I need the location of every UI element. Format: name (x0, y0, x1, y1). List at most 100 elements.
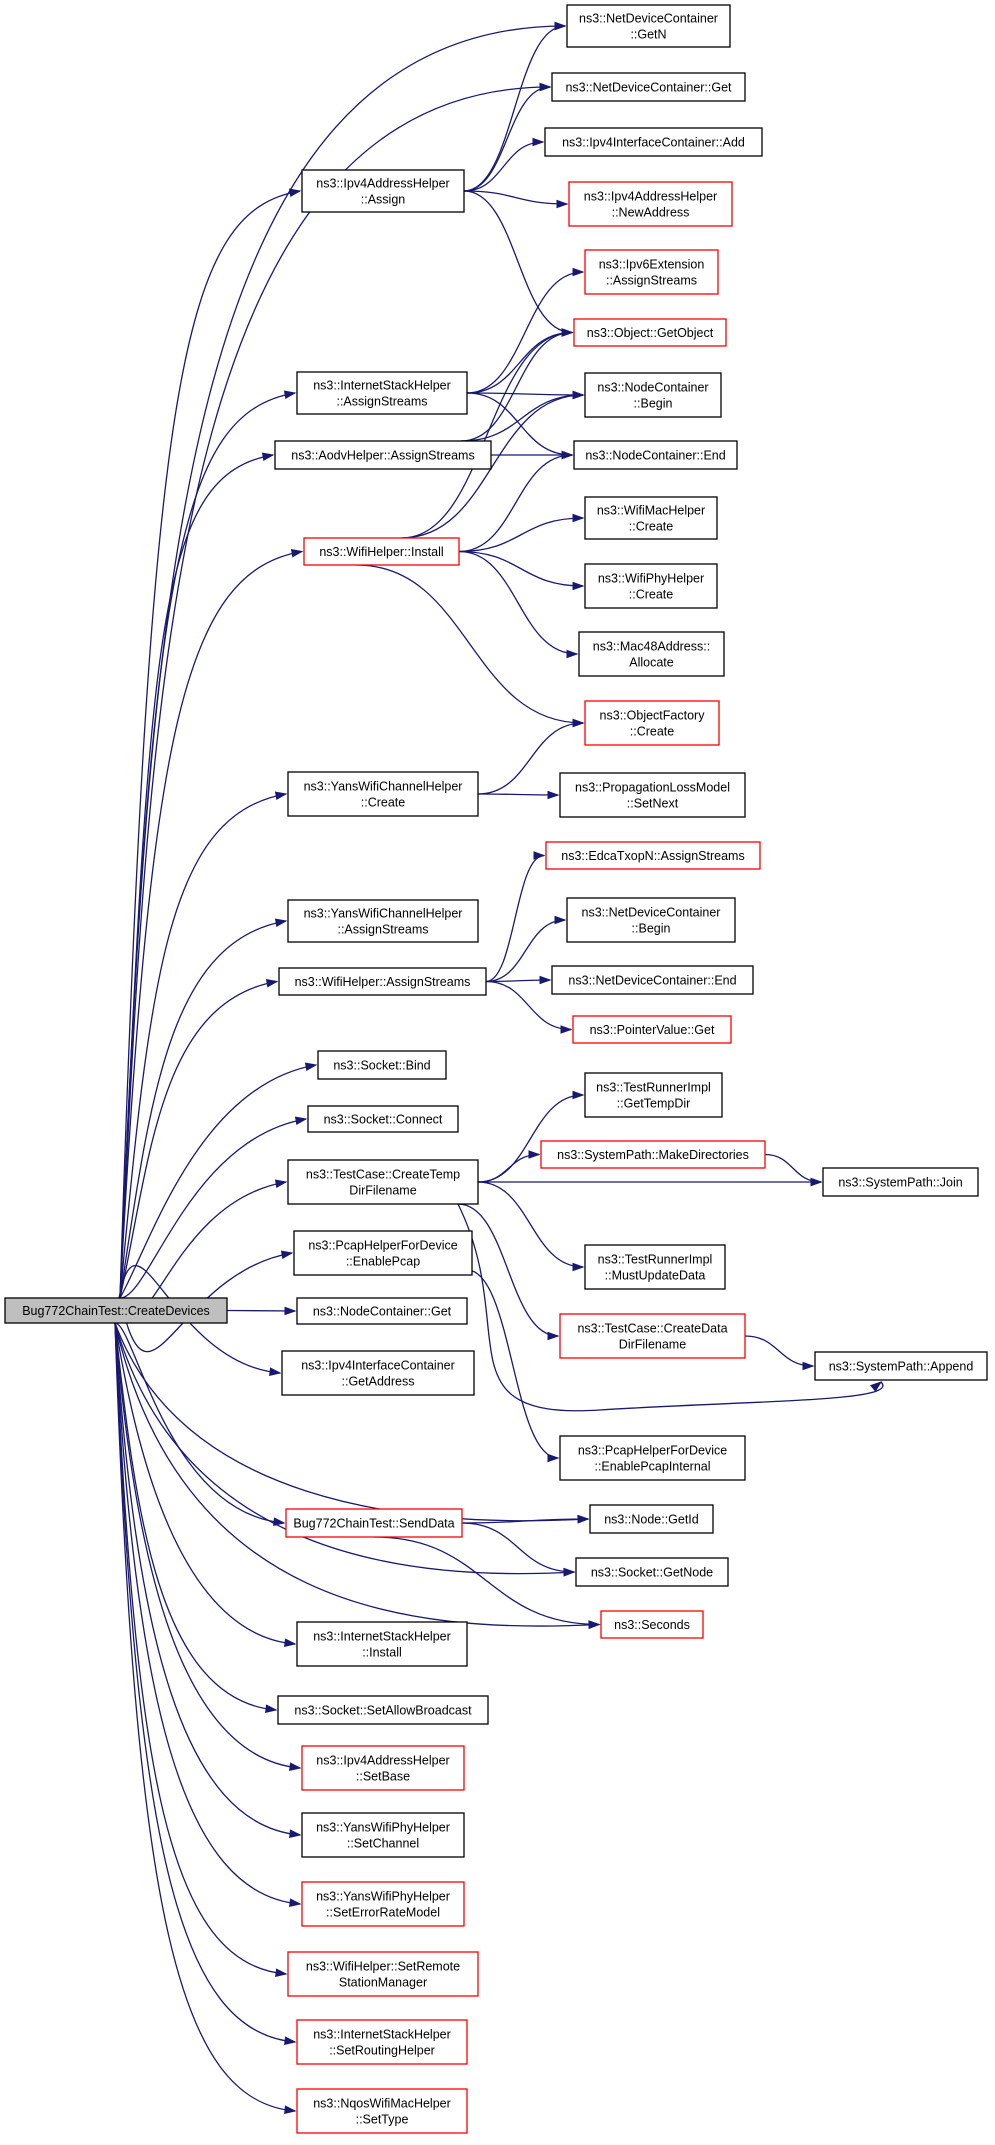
node-box (274, 440, 492, 470)
node-n-plm-setnext[interactable]: ns3::PropagationLossModel::SetNext (559, 772, 746, 818)
node-box (545, 841, 761, 870)
node-n-sock-connect[interactable]: ns3::Socket::Connect (307, 1105, 459, 1133)
node-n-ywph-setch[interactable]: ns3::YansWifiPhyHelper::SetChannel (301, 1812, 465, 1858)
node-label: ns3::AodvHelper::AssignStreams (291, 449, 474, 463)
node-n-nqos-settype[interactable]: ns3::NqosWifiMacHelper::SetType (296, 2088, 468, 2134)
edge-n_wifi_as-n_ndc_end (485, 975, 552, 985)
node-label: DirFilename (619, 1338, 686, 1352)
node-label: ns3::TestCase::CreateTemp (306, 1168, 460, 1182)
node-n-pv-get[interactable]: ns3::PointerValue::Get (572, 1015, 732, 1044)
edge-root-n_wifi_setrsm (114, 1322, 288, 1977)
node-n-sp-mkdirs[interactable]: ns3::SystemPath::MakeDirectories (540, 1140, 766, 1169)
node-root[interactable]: Bug772ChainTest::CreateDevices (4, 1297, 228, 1324)
node-n-phd-enableint[interactable]: ns3::PcapHelperForDevice::EnablePcapInte… (559, 1435, 746, 1481)
edge-line (457, 1203, 559, 1337)
node-n-sp-join[interactable]: ns3::SystemPath::Join (822, 1167, 979, 1197)
arrowhead (572, 1090, 585, 1100)
node-n-edca-as[interactable]: ns3::EdcaTxopN::AssignStreams (545, 841, 761, 870)
node-n-wifi-install[interactable]: ns3::WifiHelper::Install (303, 537, 460, 566)
node-n-sock-setbcast[interactable]: ns3::Socket::SetAllowBroadcast (277, 1695, 489, 1725)
arrowhead (572, 718, 585, 728)
arrowhead (274, 918, 288, 927)
node-n-ish-setrh[interactable]: ns3::InternetStackHelper::SetRoutingHelp… (296, 2019, 468, 2065)
node-n-sp-append[interactable]: ns3::SystemPath::Append (814, 1351, 988, 1381)
arrowhead (572, 1262, 585, 1272)
arrowhead (572, 390, 585, 400)
arrowhead (870, 1381, 883, 1392)
edge-line (463, 190, 568, 205)
arrowhead (274, 791, 288, 800)
edge-line (114, 1322, 301, 1836)
node-n-wifi-as[interactable]: ns3::WifiHelper::AssignStreams (278, 967, 487, 996)
node-label: ns3::SystemPath::Join (838, 1176, 962, 1190)
node-label: ns3::Ipv6Extension (599, 258, 705, 272)
node-n-obj-getobj[interactable]: ns3::Object::GetObject (573, 318, 727, 347)
edge-line (463, 141, 544, 192)
node-n-ipv6ext-as[interactable]: ns3::Ipv6Extension::AssignStreams (584, 249, 719, 295)
node-n-tri-gettmp[interactable]: ns3::TestRunnerImpl::GetTempDir (584, 1072, 723, 1118)
arrowhead (265, 978, 279, 988)
edge-root-n_ywch_create (119, 791, 288, 1299)
node-label: ns3::WifiHelper::SetRemote (306, 1960, 460, 1974)
node-label: ns3::TestCase::CreateData (577, 1322, 727, 1336)
node-n-ndc-end[interactable]: ns3::NetDeviceContainer::End (551, 965, 754, 995)
node-n-wph-create[interactable]: ns3::WifiPhyHelper::Create (584, 563, 718, 609)
node-box (317, 1050, 447, 1080)
edge-root-n_ish_setrh (114, 1322, 297, 2045)
node-n-seconds[interactable]: ns3::Seconds (600, 1610, 704, 1639)
node-label: ns3::Seconds (614, 1618, 690, 1632)
edge-line (119, 1064, 317, 1299)
node-n-ywph-seterm[interactable]: ns3::YansWifiPhyHelper::SetErrorRateMode… (301, 1881, 465, 1927)
node-n-ywch-as[interactable]: ns3::YansWifiChannelHelper::AssignStream… (287, 899, 479, 943)
node-n-node-getid[interactable]: ns3::Node::GetId (589, 1504, 714, 1534)
node-n-sock-bind[interactable]: ns3::Socket::Bind (317, 1050, 447, 1080)
arrowhead (269, 1367, 282, 1376)
node-n-tri-mustupd[interactable]: ns3::TestRunnerImpl::MustUpdateData (584, 1244, 726, 1290)
node-n-ish-as[interactable]: ns3::InternetStackHelper::AssignStreams (296, 371, 468, 415)
node-n-ipv4ah-newaddr[interactable]: ns3::Ipv4AddressHelper::NewAddress (568, 181, 733, 227)
edge-root-n_sock_connect (119, 1116, 308, 1299)
node-n-phd-enable[interactable]: ns3::PcapHelperForDevice::EnablePcap (293, 1230, 473, 1276)
node-label: ns3::PcapHelperForDevice (578, 1444, 727, 1458)
node-box (4, 1297, 228, 1324)
node-label: ns3::Ipv4AddressHelper (316, 1754, 449, 1768)
edge-n_bug_senddata-n_seconds (373, 1536, 601, 1629)
node-n-of-create[interactable]: ns3::ObjectFactory::Create (584, 700, 720, 746)
node-n-ndc-get[interactable]: ns3::NetDeviceContainer::Get (551, 72, 746, 102)
node-n-mac48-alloc[interactable]: ns3::Mac48Address::Allocate (578, 631, 725, 677)
node-n-ipv4ah-setbase[interactable]: ns3::Ipv4AddressHelper::SetBase (301, 1745, 465, 1791)
arrowhead (539, 975, 552, 985)
node-n-nc-get[interactable]: ns3::NodeContainer::Get (296, 1297, 468, 1325)
node-n-ndc-begin[interactable]: ns3::NetDeviceContainer::Begin (566, 897, 736, 943)
node-n-ndc-getn[interactable]: ns3::NetDeviceContainer::GetN (566, 4, 731, 48)
node-n-ywch-create[interactable]: ns3::YansWifiChannelHelper::Create (287, 771, 479, 817)
node-box (296, 371, 468, 415)
node-n-aodv-as[interactable]: ns3::AodvHelper::AssignStreams (274, 440, 492, 470)
arrowhead (560, 1025, 573, 1034)
arrowhead (289, 1898, 302, 1907)
edge-n_aodv_as-n_nc_begin (460, 390, 585, 442)
node-n-ipv4ah-assign[interactable]: ns3::Ipv4AddressHelper::Assign (301, 169, 465, 213)
node-label: ::Assign (361, 193, 406, 207)
node-n-ipv4ic-add[interactable]: ns3::Ipv4InterfaceContainer::Add (544, 127, 763, 157)
edge-line (458, 454, 573, 553)
node-label: ns3::Socket::SetAllowBroadcast (294, 1704, 472, 1718)
node-n-ish-install[interactable]: ns3::InternetStackHelper::Install (296, 1621, 468, 1667)
node-label: ns3::WifiHelper::Install (319, 545, 443, 559)
arrowhead (290, 548, 304, 558)
node-box (296, 1297, 468, 1325)
node-n-nc-end[interactable]: ns3::NodeContainer::End (573, 440, 738, 470)
edge-line (485, 980, 572, 1031)
node-n-ipv4ic-getaddr[interactable]: ns3::Ipv4InterfaceContainer::GetAddress (281, 1350, 475, 1396)
edge-n_bug_senddata-n_sock_getnode (461, 1522, 576, 1577)
node-n-sock-getnode[interactable]: ns3::Socket::GetNode (575, 1557, 729, 1587)
node-n-wmh-create[interactable]: ns3::WifiMacHelper::Create (584, 496, 718, 540)
node-n-nc-begin[interactable]: ns3::NodeContainer::Begin (584, 372, 722, 418)
arrowhead (572, 267, 585, 277)
node-label: ns3::InternetStackHelper (313, 2028, 451, 2042)
node-label: ns3::InternetStackHelper (313, 1630, 451, 1644)
node-n-bug-senddata[interactable]: Bug772ChainTest::SendData (285, 1508, 463, 1538)
